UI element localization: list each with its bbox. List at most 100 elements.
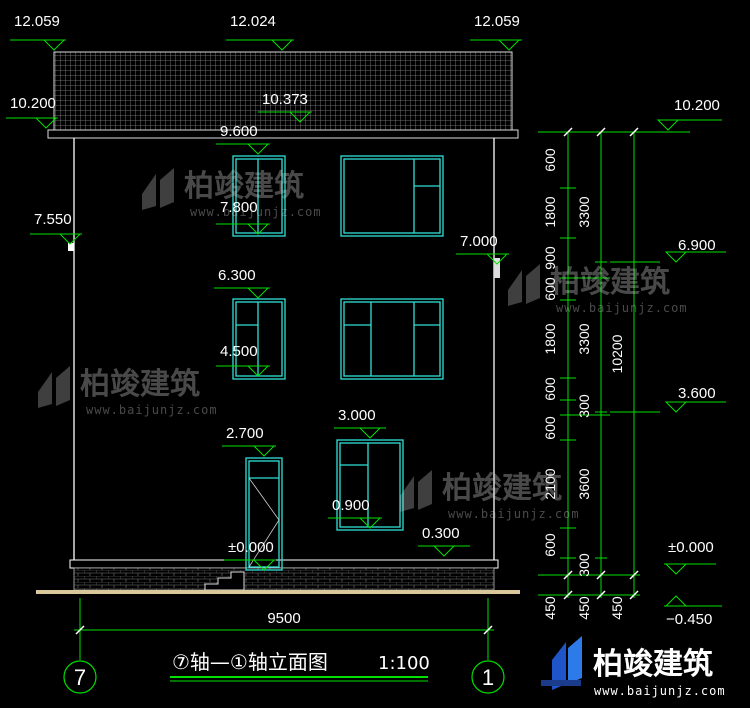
vertical-dim-col2-4: 300 [576, 553, 592, 577]
window-2f-small [232, 298, 286, 380]
watermark-url: www.baijunjz.com [556, 301, 688, 315]
elevation-label-ridge-mid: 12.024 [230, 13, 276, 30]
elevation-label-left-mark: 7.550 [34, 211, 72, 228]
elevation-label-eave-right: 10.200 [674, 97, 720, 114]
horizontal-dimension [74, 598, 494, 660]
elevation-labels: 12.059 12.024 12.059 10.200 10.373 10.200 9.60… [10, 13, 720, 628]
window-3f-large [340, 155, 444, 237]
elevation-marker-eave-right [656, 119, 722, 131]
elevation-label-eave-left: 10.200 [10, 95, 56, 112]
window-1f [336, 439, 404, 531]
vertical-dim-col1-1: 1800 [542, 196, 558, 227]
elevation-marker-ridge-mid [226, 39, 294, 51]
vertical-dim-col2-5: 450 [576, 596, 592, 620]
vertical-dim-labels: 600 1800 900 600 1800 600 600 2100 600 450 3300 330… [542, 148, 625, 620]
elevation-marker-left-mark [30, 233, 82, 245]
elevation-marker-outdoor [664, 595, 722, 607]
elevation-label-door-top: 2.700 [226, 425, 264, 442]
vertical-dim-col2-0: 3300 [576, 196, 592, 227]
elevation-marker-zero-right [664, 563, 716, 575]
elevation-marker-door-top [222, 445, 276, 457]
elevation-marker-ridge-left [10, 39, 66, 51]
elevation-marker-win3-bottom [216, 223, 270, 235]
elevation-label-eave-mid: 10.373 [262, 91, 308, 108]
vertical-dim-col1-3: 600 [542, 277, 558, 301]
watermark-url: www.baijunjz.com [448, 507, 580, 521]
watermark-brand: 柏竣建筑 [184, 169, 304, 204]
watermark-brand: 柏竣建筑 [80, 367, 200, 402]
elevation-marker-win1-bottom [328, 517, 382, 529]
watermark-logo-icon [142, 168, 174, 210]
elevation-marker-win2-bottom [216, 365, 270, 377]
elevation-label-ground-mark: 0.300 [422, 525, 460, 542]
elevation-markers [6, 39, 726, 607]
elevation-label-right-mark: 7.000 [460, 233, 498, 250]
elevation-marker-eave-mid [258, 111, 312, 123]
windows [232, 155, 444, 571]
elevation-marker-eave-left [6, 117, 58, 129]
watermark-logo-icon [38, 366, 70, 408]
vertical-dim-col1-6: 600 [542, 416, 558, 440]
elevation-marker-ridge-right [470, 39, 522, 51]
watermark-url: www.baijunjz.com [86, 403, 218, 417]
elevation-label-ridge-right: 12.059 [474, 13, 520, 30]
vertical-dim-col1-2: 900 [542, 246, 558, 270]
elevation-marker-win2-top [214, 287, 270, 299]
vertical-dim-col3-1: 450 [609, 596, 625, 620]
elevation-marker-floor3 [664, 251, 726, 263]
brand-logo: 柏竣建筑 www.baijunjz.com [541, 636, 726, 698]
vertical-dimensions [538, 131, 690, 598]
drawing-scale: 1:100 [378, 653, 430, 674]
drawing-title: ⑦轴—①轴立面图 [172, 650, 328, 674]
elevation-marker-win1-top [334, 427, 386, 439]
vertical-dim-col1-5: 600 [542, 377, 558, 401]
vertical-dim-col1-7: 2100 [542, 468, 558, 499]
vertical-dim-col1-4: 1800 [542, 323, 558, 354]
elevation-label-win3-bottom: 7.800 [220, 199, 258, 216]
elevation-label-win1-bottom: 0.900 [332, 497, 370, 514]
elevation-label-ridge-left: 12.059 [14, 13, 60, 30]
drawing-title-block: ⑦轴—①轴立面图 1:100 [170, 650, 430, 682]
elevation-label-zero-right: ±0.000 [668, 539, 714, 556]
logo-brand-text: 柏竣建筑 [593, 647, 713, 682]
axis-label-right: 1 [482, 665, 494, 690]
watermark-brand: 柏竣建筑 [550, 265, 670, 300]
elevation-label-zero-left: ±0.000 [228, 539, 274, 556]
vertical-dim-ticks [563, 127, 639, 600]
elevation-label-win3-top: 9.600 [220, 123, 258, 140]
vertical-dim-col1-8: 600 [542, 533, 558, 557]
vertical-dim-col1-9: 450 [542, 596, 558, 620]
watermark-brand: 柏竣建筑 [442, 471, 562, 506]
watermark-logo-icon [400, 470, 432, 512]
watermark-logo-icon [508, 264, 540, 306]
vertical-dim-col1-0: 600 [542, 148, 558, 172]
axis-label-left: 7 [74, 665, 86, 690]
elevation-marker-right-mark [456, 253, 509, 265]
elevation-marker-zero-left [224, 559, 276, 571]
axis-bubble-left: 7 [63, 660, 97, 694]
axis-bubble-right: 1 [471, 660, 505, 694]
elevation-marker-ground-mark [418, 545, 470, 557]
elevation-marker-win3-top [216, 143, 270, 155]
elevation-label-outdoor: −0.450 [666, 611, 712, 628]
roof [47, 51, 519, 139]
total-width-label: 9500 [267, 610, 300, 627]
elevation-label-win2-bottom: 4.500 [220, 343, 258, 360]
vertical-dim-col2-2: 300 [576, 394, 592, 418]
vertical-dim-col2-1: 3300 [576, 323, 592, 354]
entrance-door [245, 457, 283, 571]
vertical-dim-col3-0: 10200 [609, 334, 625, 373]
elevation-label-win1-top: 3.000 [338, 407, 376, 424]
logo-url-text: www.baijunjz.com [594, 684, 726, 698]
watermark-url: www.baijunjz.com [190, 205, 322, 219]
watermark-layer: 柏竣建筑www.baijunjz.com柏竣建筑www.baijunjz.com… [38, 168, 688, 521]
window-2f-large [340, 298, 444, 380]
elevation-marker-floor2 [664, 401, 726, 413]
plinth [36, 559, 520, 594]
elevation-label-floor3: 6.900 [678, 237, 716, 254]
